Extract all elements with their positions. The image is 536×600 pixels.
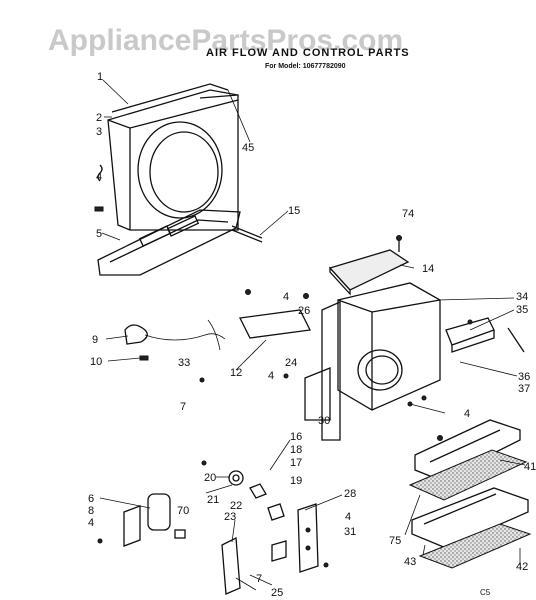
- callout-24: 24: [285, 357, 297, 369]
- callout-21: 21: [207, 494, 219, 506]
- mounting-bracket: [239, 289, 311, 339]
- callout-33: 33: [178, 357, 190, 369]
- callout-labels: 1 2 3 4 45 5 15 74 14 34 35 4 26 9 10 33…: [88, 71, 536, 599]
- filter-and-pans: [408, 419, 532, 569]
- callout-16: 16: [290, 431, 302, 443]
- callout-4b: 4: [283, 291, 289, 303]
- callout-35: 35: [516, 304, 528, 316]
- corner-mark: C5: [480, 588, 491, 597]
- callout-4c: 4: [268, 370, 274, 382]
- callout-6: 6: [88, 493, 94, 505]
- callout-37: 37: [518, 383, 530, 395]
- leader-lines: [99, 79, 526, 591]
- callout-23: 23: [224, 511, 236, 523]
- callout-36: 36: [518, 371, 530, 383]
- callout-74: 74: [402, 208, 414, 220]
- callout-43: 43: [404, 556, 416, 568]
- callout-30: 30: [318, 415, 330, 427]
- callout-18: 18: [290, 444, 302, 456]
- base-tray: [97, 209, 263, 276]
- callout-9: 9: [92, 334, 98, 346]
- callout-7: 7: [180, 401, 186, 413]
- filter-grille: [328, 235, 410, 296]
- callout-3: 3: [96, 126, 102, 138]
- callout-4e: 4: [88, 517, 94, 529]
- callout-34: 34: [516, 291, 528, 303]
- callout-4: 4: [96, 171, 102, 183]
- model-subtitle: For Model: 10677782090: [265, 63, 346, 70]
- front-grille-frame: [107, 83, 239, 231]
- callout-45: 45: [242, 142, 254, 154]
- diagram-title: AIR FLOW AND CONTROL PARTS: [206, 47, 410, 59]
- callout-1: 1: [97, 71, 103, 83]
- callout-26: 26: [298, 305, 310, 317]
- callout-25: 25: [271, 587, 283, 599]
- callout-22: 22: [230, 500, 242, 512]
- callout-4d: 4: [464, 408, 470, 420]
- callout-41: 41: [524, 461, 536, 473]
- callout-70: 70: [177, 505, 189, 517]
- callout-31: 31: [344, 526, 356, 538]
- callout-42: 42: [516, 561, 528, 573]
- callout-10: 10: [90, 356, 102, 368]
- air-flow-housing: [304, 282, 441, 441]
- callout-20: 20: [204, 472, 216, 484]
- callout-8: 8: [88, 505, 94, 517]
- callout-15: 15: [288, 205, 300, 217]
- callout-2: 2: [96, 112, 102, 124]
- watermark: AppliancePartsPros.com: [48, 24, 403, 57]
- callout-75: 75: [389, 535, 401, 547]
- callout-5: 5: [96, 228, 102, 240]
- callout-12: 12: [230, 367, 242, 379]
- screw-parts-left: [94, 164, 104, 212]
- callout-19: 19: [290, 475, 302, 487]
- lower-control-parts: [123, 470, 319, 595]
- callout-28: 28: [344, 488, 356, 500]
- callout-7b: 7: [256, 573, 262, 585]
- screws: [97, 373, 427, 568]
- control-switch-block: [445, 317, 525, 353]
- motor-assembly: [124, 319, 226, 361]
- callout-14: 14: [422, 263, 434, 275]
- callout-4f: 4: [345, 511, 351, 523]
- callout-17: 17: [290, 457, 302, 469]
